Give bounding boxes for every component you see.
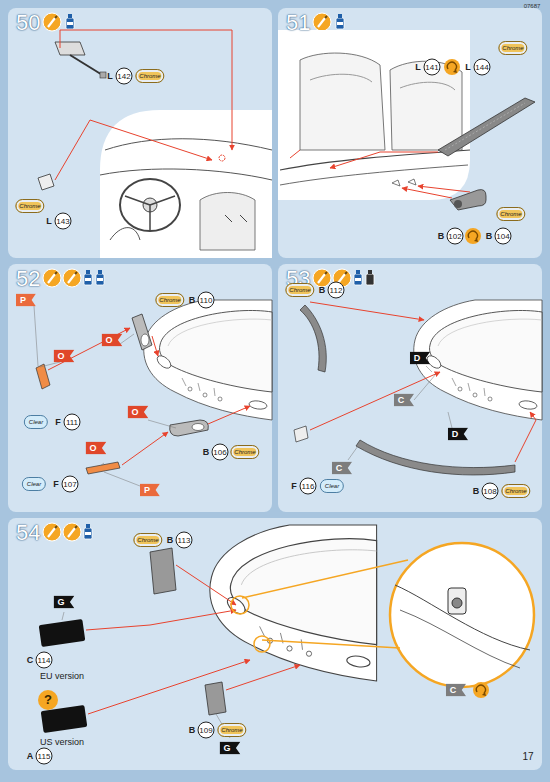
sprue-letter: L [465,63,471,72]
part-number: 104 [495,228,512,245]
color-flag: D [448,428,469,441]
paint-badge: Chrome [496,207,525,221]
sprue-letter: B [203,448,210,457]
color-flag: C [394,394,415,407]
choice-icon: ? [38,690,58,710]
sprue-letter: B [167,536,174,545]
paint-badge: Chrome [230,445,259,459]
part-number: 102 [447,228,464,245]
paint-badge: Chrome [15,199,44,213]
page-number: 17 [522,752,533,762]
sprue-letter: F [55,418,61,427]
part-number: 111 [64,414,81,431]
paint-badge: Chrome [217,723,246,737]
part-number: 141 [424,59,441,76]
sprue-letter: B [189,296,196,305]
color-flag: O [127,406,148,419]
part-number: 112 [328,282,345,299]
part-number: 106 [212,444,229,461]
color-flag: C [332,462,353,475]
step-panel: 53 [278,264,542,512]
sprue-letter: F [53,480,59,489]
code-number: 07687 [524,3,541,9]
sprue-letter: B [319,286,326,295]
part-number: 114 [36,652,53,669]
color-flag: O [101,334,122,347]
sprue-letter: B [486,232,493,241]
sprue-letter: A [27,752,34,761]
part-number: 113 [176,532,193,549]
paint-badge: Clear [22,477,46,491]
sprue-letter: C [27,656,34,665]
color-flag: O [85,442,106,455]
sprue-letter: L [415,63,421,72]
sprue-letter: L [46,217,52,226]
step-number: 50 [16,10,40,36]
part-number: 143 [55,213,72,230]
paint-badge: Chrome [501,484,530,498]
paint-badge: Chrome [285,283,314,297]
color-flag: D [410,352,431,365]
paint-badge: Chrome [155,293,184,307]
part-number: 108 [482,483,499,500]
part-number: 144 [474,59,491,76]
color-flag: P [140,484,160,497]
part-number: 109 [198,722,215,739]
part-number: 107 [62,476,79,493]
sprue-letter: B [438,232,445,241]
part-number: 110 [198,292,215,309]
sprue-letter: L [107,72,113,81]
step-number: 51 [286,10,310,36]
paint-badge: Chrome [133,533,162,547]
paint-badge: Chrome [498,41,527,55]
part-number: 115 [36,748,53,765]
color-flag: P [16,294,36,307]
sprue-letter: B [189,726,196,735]
color-flag: C [446,684,467,697]
step-panel: 54 [8,518,542,770]
sprue-letter: F [291,482,297,491]
note: EU version [40,672,84,681]
step-number: 52 [16,266,40,292]
sprue-letter: B [473,487,480,496]
color-flag: G [219,742,240,755]
color-flag: O [53,350,74,363]
part-number: 142 [116,68,133,85]
paint-badge: Clear [320,479,344,493]
step-panel: 52 [8,264,272,512]
paint-badge: Chrome [135,69,164,83]
paint-badge: Clear [24,415,48,429]
color-flag: G [53,596,74,609]
step-number: 54 [16,520,40,546]
part-number: 116 [300,478,317,495]
note: US version [40,738,84,747]
